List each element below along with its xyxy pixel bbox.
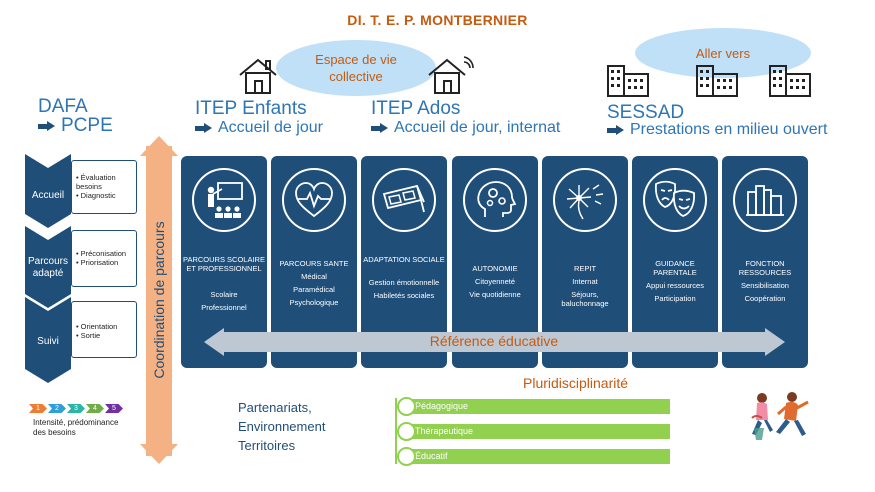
column-lines: Internat Séjours, baluchonnage [544,277,626,312]
sessad-sub: Prestations en milieu ouvert [607,121,827,139]
smart-house-icon [426,56,474,96]
teacher-icon [192,168,256,232]
step-label-suivi: Suivi [25,336,71,348]
column-line: Psychologique [273,298,355,307]
itep-ados-sub-label: Accueil de jour, internat [394,119,560,137]
column-line: Appui ressources [634,281,716,290]
dandelion-icon [553,168,617,232]
legend-text: Intensité, prédominance des besoins [33,418,133,438]
column-head: GUIDANCE PARENTALE [634,259,716,277]
column-line: Professionnel [183,303,265,312]
bar-therapeutique: Thérapeutique [412,424,670,439]
step-box-accueil: Évaluation besoins Diagnostic [71,160,137,214]
heart-pulse-icon [282,168,346,232]
column-head: ADAPTATION SOCIALE [363,255,445,264]
column-line: Internat [544,277,626,286]
bubble-collective-text: Espace de vie collective [301,51,411,85]
sessad-sub-label: Prestations en milieu ouvert [630,121,827,139]
column-line: Citoyenneté [454,277,536,286]
arrow-right-icon [371,123,388,134]
arrow-right-icon [38,121,55,132]
column-line: Médical [273,272,355,281]
column-head: PARCOURS SANTE [273,259,355,268]
column-line: Séjours, baluchonnage [544,290,626,308]
bubble-aller-vers-text: Aller vers [696,45,750,62]
bar-educatif: Éducatif [412,449,670,464]
step-box-parcours: Préconisation Priorisation [71,230,137,287]
column-line: Vie quotidienne [454,290,536,299]
step-label-parcours: Parcours adapté [25,256,71,280]
bar-pedagogique: Pédagogique [412,399,670,414]
buildings-icon [768,60,814,98]
column-line: Sensibilisation [724,281,806,290]
column-line: Habiletés sociales [363,291,445,300]
column-head: AUTONOMIE [454,264,536,273]
step-item: Préconisation [76,249,134,258]
step-label-accueil: Accueil [25,190,71,202]
brain-gears-icon [463,168,527,232]
itep-enfants-sub: Accueil de jour [195,119,323,137]
partners-text: Partenariats, Environnement Territoires [238,398,325,455]
coordination-arrow-bottom [140,444,178,464]
partners-line: Territoires [238,436,325,455]
itep-enfants-heading: ITEP Enfants [195,98,307,120]
itep-enfants-sub-label: Accueil de jour [218,119,323,137]
itep-ados-sub: Accueil de jour, internat [371,119,560,137]
column-head: PARCOURS SCOLAIRE ET PROFESSIONNEL [183,255,265,273]
page-title: DI. T. E. P. MONTBERNIER [0,12,875,28]
theatre-masks-icon [643,168,707,232]
itep-ados-heading: ITEP Ados [371,98,460,120]
pluridisciplinarite-label: Pluridisciplinarité [523,375,628,391]
legend-step-5: 5 [105,404,123,413]
vr-glasses-icon [372,168,436,232]
column-line: Gestion émotionnelle [363,278,445,287]
step-item: Priorisation [76,258,134,267]
column-line: Scolaire [183,290,265,299]
step-item: Sortie [76,331,134,340]
step-box-suivi: Orientation Sortie [71,301,137,358]
bubble-collective: Espace de vie collective [276,40,436,96]
pcpe-label: PCPE [61,115,113,137]
books-icon [733,168,797,232]
house-icon [237,56,283,96]
step-item: Orientation [76,322,134,331]
column-lines: Gestion émotionnelle Habiletés sociales [363,278,445,304]
column-lines: Sensibilisation Coopération [724,281,806,307]
bar-marker [397,447,416,466]
column-lines: Citoyenneté Vie quotidienne [454,277,536,303]
people-walking-icon [742,388,824,446]
column-lines: Scolaire Professionnel [183,290,265,316]
step-item: Diagnostic [76,191,134,200]
step-item: Évaluation besoins [76,173,134,191]
pcpe-heading: PCPE [38,115,113,137]
reference-label: Référence éducative [204,333,784,349]
buildings-icon [606,60,652,98]
column-head: REPIT [544,264,626,273]
column-head: FONCTION RESSOURCES [724,259,806,277]
bar-marker [397,422,416,441]
coordination-label: Coordination de parcours [151,221,167,378]
column-line: Paramédical [273,285,355,294]
column-line: Participation [634,294,716,303]
legend-step-3: 3 [67,404,85,413]
buildings-icon [695,60,741,98]
column-lines: Appui ressources Participation [634,281,716,307]
legend-step-1: 1 [29,404,47,413]
legend-step-2: 2 [48,404,66,413]
arrow-right-icon [195,123,212,134]
bar-marker [397,397,416,416]
column-line: Coopération [724,294,806,303]
arrow-right-icon [607,125,624,136]
partners-line: Environnement [238,417,325,436]
legend-step-4: 4 [86,404,104,413]
column-lines: Médical Paramédical Psychologique [273,272,355,311]
partners-line: Partenariats, [238,398,325,417]
